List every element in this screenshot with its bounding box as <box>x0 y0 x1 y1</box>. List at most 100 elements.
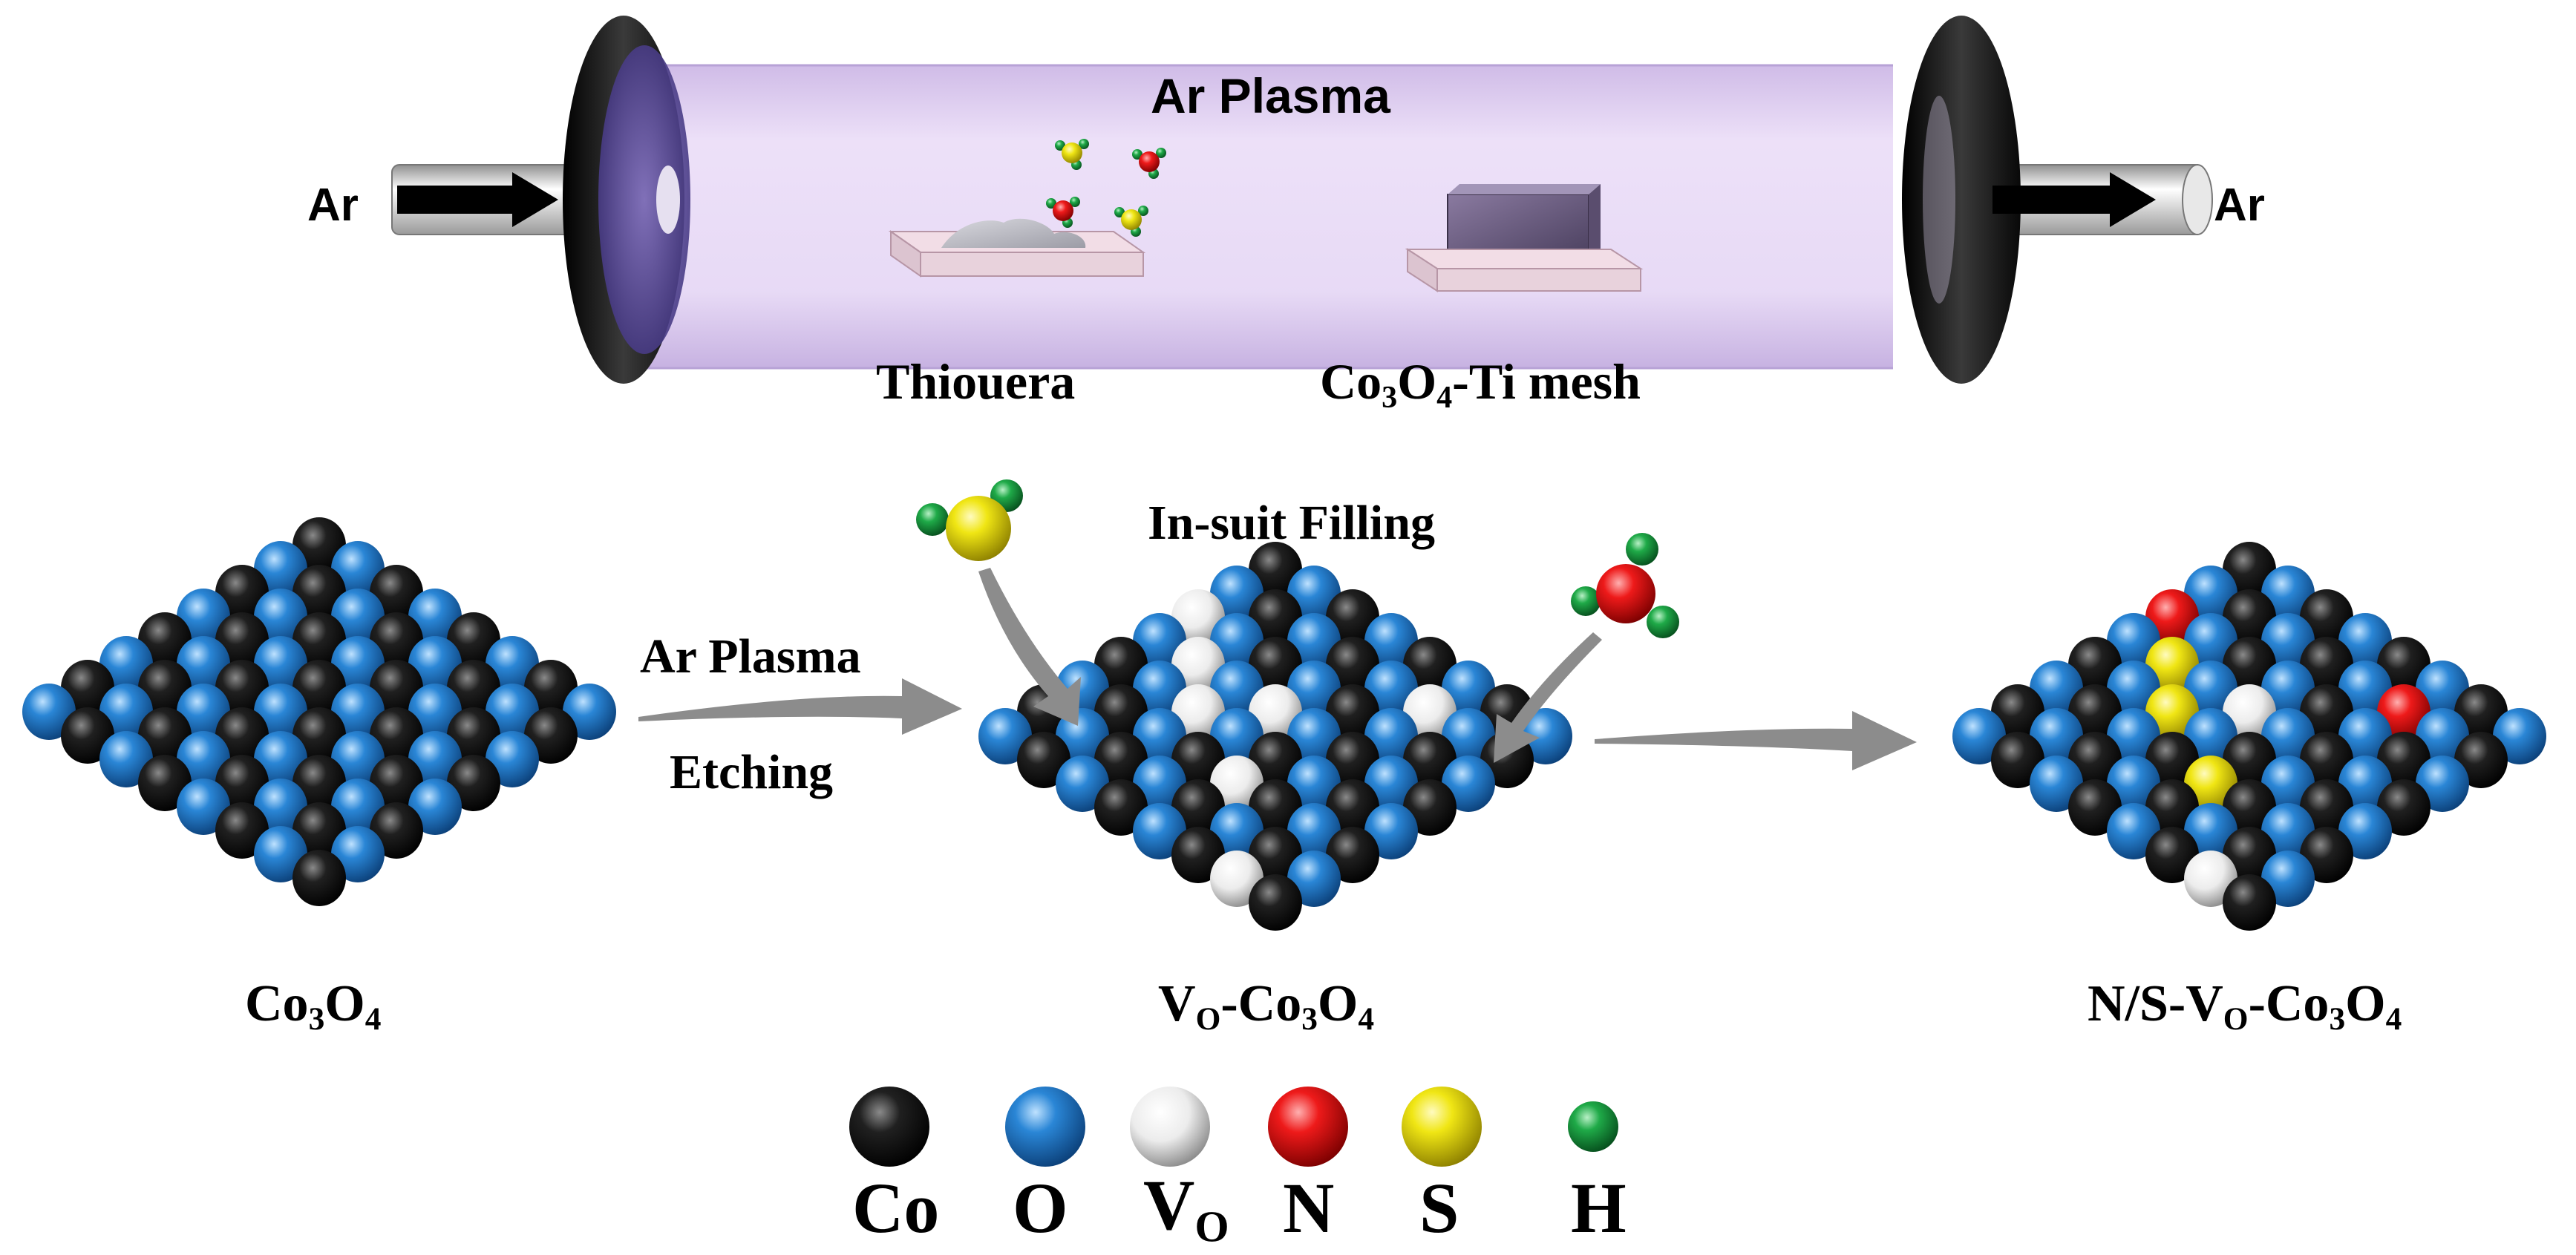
lattice-atom-o <box>1442 756 1495 812</box>
formula-sub: 4 <box>365 1001 382 1038</box>
formula-sub: 4 <box>2385 1001 2402 1038</box>
lattice-atom-o <box>254 589 307 645</box>
lattice-atom-o <box>408 684 462 740</box>
lattice-atom-co <box>370 755 423 811</box>
lattice-atom-o <box>2261 851 2315 907</box>
h-atom <box>1647 606 1679 638</box>
n-atom <box>1053 200 1073 221</box>
formula-part: V <box>1158 975 1196 1032</box>
legend-label-vo: VO <box>1143 1170 1229 1249</box>
thiourea-boat <box>888 218 1146 278</box>
lattice-atom-o <box>2107 613 2160 669</box>
lattice-atom-o <box>254 731 307 787</box>
lattice-atom-o <box>1287 566 1341 622</box>
lattice-atom-co <box>1991 732 2044 788</box>
lattice-atom-co <box>1249 637 1302 693</box>
lattice-atom-o <box>1133 613 1186 669</box>
lattice-atom-co <box>2300 827 2353 883</box>
lattice-atom-co <box>292 565 346 621</box>
lattice-atom-o <box>408 636 462 692</box>
lattice-atom-co <box>1326 589 1379 646</box>
vo-co3o4-lattice <box>978 542 1572 931</box>
lattice-atom-co <box>447 755 500 811</box>
lattice-atom-co <box>2223 637 2276 693</box>
n-atom <box>1596 564 1655 623</box>
lattice-atom-co <box>138 660 192 716</box>
lattice-atom-co <box>2223 732 2276 788</box>
formula-sub: 3 <box>1301 1001 1318 1038</box>
lattice-atom-o <box>99 731 153 787</box>
n-atom <box>1139 151 1160 172</box>
lattice-atom-o <box>2184 708 2237 764</box>
lattice-atom-o <box>2107 661 2160 717</box>
lattice-atom-co <box>2068 637 2122 693</box>
formula-part: N/S-V <box>2088 975 2223 1032</box>
lattice-atom-o <box>563 684 616 740</box>
etching-step-line1: Ar Plasma <box>640 629 861 684</box>
legend-swatch-n <box>1268 1087 1348 1167</box>
lattice-atom-o <box>2107 708 2160 764</box>
lattice-atom-co <box>370 612 423 669</box>
thiourea-label: Thiouera <box>876 353 1076 410</box>
lattice-atom-co <box>1326 637 1379 693</box>
lattice-atom-o <box>254 541 307 597</box>
lattice-atom-o <box>1133 803 1186 859</box>
lattice-atom-o <box>177 731 230 787</box>
lattice-atom-o <box>2184 803 2237 859</box>
lattice-atom-o <box>254 826 307 882</box>
plasma-reactor <box>391 16 2213 384</box>
lattice-atom-vo <box>1171 637 1225 693</box>
lattice-atom-o <box>331 636 385 692</box>
lattice-atom-o <box>2030 756 2083 812</box>
lattice-atom-co <box>370 802 423 859</box>
lattice-atom-o <box>99 636 153 692</box>
h-atom <box>1114 207 1125 217</box>
legend-label-n: N <box>1283 1168 1335 1248</box>
lattice-atom-o <box>2338 803 2392 859</box>
lattice-atom-n <box>2145 589 2199 646</box>
formula-part: -Co <box>1220 975 1302 1032</box>
lattice-atom-vo <box>1403 684 1457 741</box>
lattice-atom-o <box>2338 708 2392 764</box>
lattice-atom-o <box>2030 708 2083 764</box>
lattice-atom-co <box>524 660 578 716</box>
legend-swatch-s <box>1402 1087 1482 1167</box>
lattice-atom-co <box>138 612 192 669</box>
lattice-atom-co <box>1171 779 1225 836</box>
lattice-atom-o <box>2416 708 2469 764</box>
filling-arrow-left <box>978 568 1081 726</box>
substrate-label-sub: 3 <box>1382 379 1398 415</box>
lattice-atom-o <box>2184 661 2237 717</box>
h-atom <box>1571 586 1601 616</box>
lattice-atom-o <box>331 826 385 882</box>
incoming-dopant-molecules <box>916 479 1679 638</box>
lattice-atom-co <box>1249 732 1302 788</box>
lattice-atom-co <box>292 517 346 574</box>
lattice-atom-s <box>2145 684 2199 741</box>
legend-symbol: V <box>1143 1165 1195 1245</box>
lattice-atom-o <box>1287 756 1341 812</box>
lattice-atom-co <box>1326 732 1379 788</box>
etching-step-line2: Etching <box>670 745 834 799</box>
lattice-atom-co <box>61 660 114 716</box>
lattice-atom-o <box>1287 661 1341 717</box>
lattice-atom-o <box>331 731 385 787</box>
substrate-label-part: O <box>1397 353 1437 410</box>
lattice-atom-co <box>215 660 269 716</box>
mesh-boat <box>1405 184 1644 292</box>
legend-label-o: O <box>1013 1168 1068 1248</box>
lattice-atom-s <box>2184 756 2237 812</box>
lattice-atom-o <box>2261 566 2315 622</box>
lattice-label-ns-vo-co3o4: N/S-VO-Co3O4 <box>2088 975 2402 1035</box>
lattice-atom-o <box>254 636 307 692</box>
h-atom <box>1132 149 1142 160</box>
lattice-atom-co <box>1326 827 1379 883</box>
lattice-atom-o <box>2416 661 2469 717</box>
product-arrow <box>1595 711 1917 770</box>
lattice-atom-vo <box>1171 589 1225 646</box>
lattice-atom-co <box>2300 732 2353 788</box>
lattice-atom-o <box>408 589 462 645</box>
outlet-label: Ar <box>2214 180 2265 231</box>
lattice-atom-co <box>1094 779 1148 836</box>
